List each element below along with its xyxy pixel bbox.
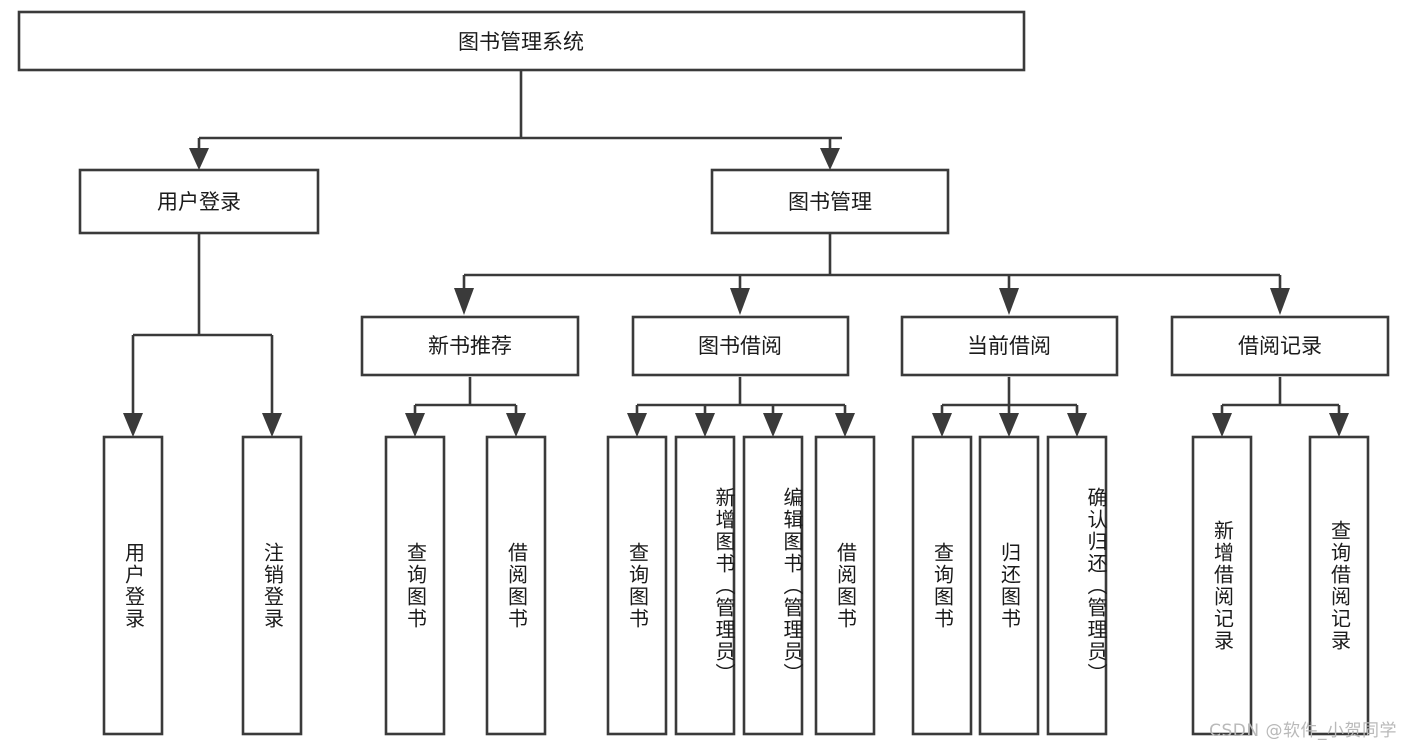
- connector-bookborrow-to-leaves: [627, 377, 855, 437]
- node-user-login-label: 用户登录: [157, 190, 241, 214]
- node-leaf-confirm-return[interactable]: [1046, 435, 1108, 736]
- node-leaf-borrow-book-2[interactable]: [814, 435, 876, 736]
- node-book-management-label: 图书管理: [788, 190, 872, 214]
- node-leaf-query-book-3[interactable]: [911, 435, 973, 736]
- node-borrow-record[interactable]: 借阅记录: [1170, 315, 1390, 377]
- node-book-borrow[interactable]: 图书借阅: [631, 315, 850, 377]
- connector-borrowrecord-to-leaves: [1212, 377, 1349, 437]
- node-leaf-query-record[interactable]: [1308, 435, 1370, 736]
- node-leaf-borrow-book-1[interactable]: [485, 435, 547, 736]
- node-borrow-record-label: 借阅记录: [1238, 334, 1322, 358]
- node-new-book-recommend[interactable]: 新书推荐: [360, 315, 580, 377]
- node-current-borrow[interactable]: 当前借阅: [900, 315, 1119, 377]
- connector-bookmgmt-to-level3: [454, 233, 1290, 315]
- node-leaf-return-book[interactable]: [978, 435, 1040, 736]
- node-book-borrow-label: 图书借阅: [698, 334, 782, 358]
- node-current-borrow-label: 当前借阅: [967, 334, 1051, 358]
- connector-userlogin-to-leaves: [123, 233, 282, 437]
- node-leaf-logout[interactable]: [241, 435, 303, 736]
- csdn-watermark: CSDN @软件_小贺同学: [1209, 721, 1397, 741]
- node-user-login[interactable]: 用户登录: [78, 168, 320, 235]
- node-leaf-edit-book[interactable]: [742, 435, 804, 736]
- node-new-book-recommend-label: 新书推荐: [428, 334, 512, 358]
- node-leaf-query-book-2[interactable]: [606, 435, 668, 736]
- connector-newbook-to-leaves: [405, 377, 526, 437]
- node-book-management[interactable]: 图书管理: [710, 168, 950, 235]
- node-root[interactable]: 图书管理系统: [17, 10, 1026, 72]
- node-leaf-user-login[interactable]: [102, 435, 164, 736]
- connector-currentborrow-to-leaves: [932, 377, 1087, 437]
- node-root-label: 图书管理系统: [458, 30, 584, 54]
- node-leaf-query-book-1[interactable]: [384, 435, 446, 736]
- connector-root-to-level2: [189, 70, 842, 170]
- node-leaf-add-record[interactable]: [1191, 435, 1253, 736]
- node-leaf-add-book[interactable]: [674, 435, 736, 736]
